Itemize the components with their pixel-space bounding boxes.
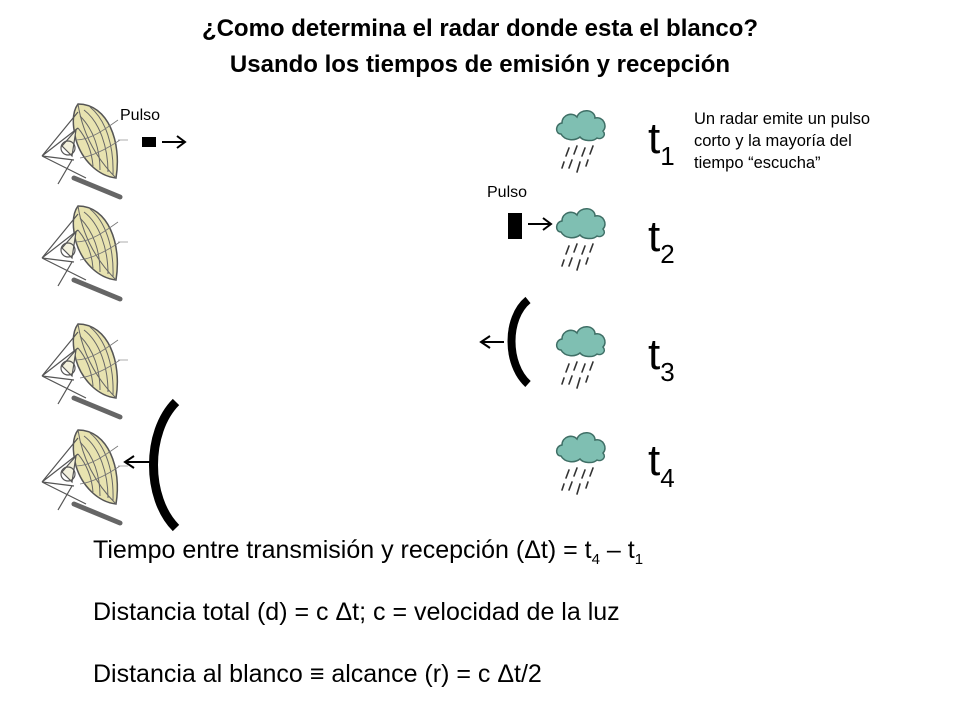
pulse-marker-1 bbox=[142, 135, 187, 149]
radar-dish-icon bbox=[38, 202, 128, 302]
note-line-1: Un radar emite un pulso bbox=[694, 110, 871, 128]
arrow-right-icon bbox=[528, 217, 553, 231]
rain-cloud-icon bbox=[553, 106, 609, 178]
arrow-left-icon bbox=[479, 335, 504, 349]
time-label-t2: t2 bbox=[648, 212, 675, 269]
time-label-t3: t3 bbox=[648, 330, 675, 387]
formula-delta-t: Tiempo entre transmisión y recepción (Δt… bbox=[93, 536, 644, 568]
title-line-2: Usando los tiempos de emisión y recepció… bbox=[229, 51, 731, 78]
note-line-2: corto y la mayoría del bbox=[694, 132, 852, 150]
title-line-1: ¿Como determina el radar donde esta el b… bbox=[201, 15, 759, 42]
note-line-3: tiempo “escucha” bbox=[694, 154, 821, 172]
time-label-t4: t4 bbox=[648, 436, 675, 493]
arrow-left-icon bbox=[123, 455, 150, 469]
radar-dish-icon bbox=[38, 100, 128, 200]
formula-range: Distancia al blanco ≡ alcance (r) = c Δt… bbox=[93, 660, 542, 688]
radar-note: Un radar emite un pulso corto y la mayor… bbox=[694, 108, 870, 174]
rain-cloud-icon bbox=[553, 428, 609, 500]
echo-marker-3 bbox=[479, 296, 531, 387]
time-label-t1: t1 bbox=[648, 114, 675, 171]
radar-dish-icon bbox=[38, 320, 128, 420]
formula-total-distance: Distancia total (d) = c Δt; c = velocida… bbox=[93, 598, 620, 626]
pulse-marker-2 bbox=[508, 213, 553, 239]
echo-marker-4 bbox=[123, 398, 180, 532]
pulse-label-2: Pulso bbox=[487, 184, 528, 201]
radar-dish-icon bbox=[38, 426, 128, 526]
pulse-label-1: Pulso bbox=[120, 107, 161, 124]
rain-cloud-icon bbox=[553, 204, 609, 276]
arrow-right-icon bbox=[162, 135, 187, 149]
rain-cloud-icon bbox=[553, 322, 609, 394]
